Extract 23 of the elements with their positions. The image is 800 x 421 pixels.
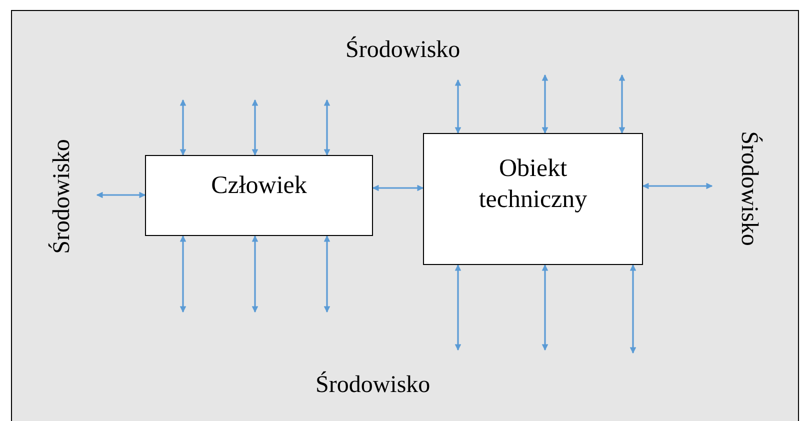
double-arrow [180,99,186,156]
environment-label: Środowisko [734,130,762,246]
environment-label: Środowisko [346,36,460,64]
double-arrow [618,74,626,134]
double-arrow [252,235,258,313]
double-arrow [642,182,713,190]
node-label: Człowiek [211,170,307,201]
double-arrow [630,264,636,354]
double-arrow [324,235,330,313]
double-arrow [542,264,548,351]
environment-label: Środowisko [48,138,76,254]
double-arrow [454,264,462,351]
process-box [145,155,373,236]
double-arrow [372,184,424,192]
environment-label: Środowisko [316,372,430,398]
node-label: Obiekt techniczny [478,154,588,215]
double-arrow [252,99,258,156]
double-arrow [454,79,462,134]
double-arrow [324,99,330,156]
process-box [423,133,643,265]
double-arrow [542,74,548,134]
double-arrow [96,192,146,198]
double-arrow [180,235,186,313]
